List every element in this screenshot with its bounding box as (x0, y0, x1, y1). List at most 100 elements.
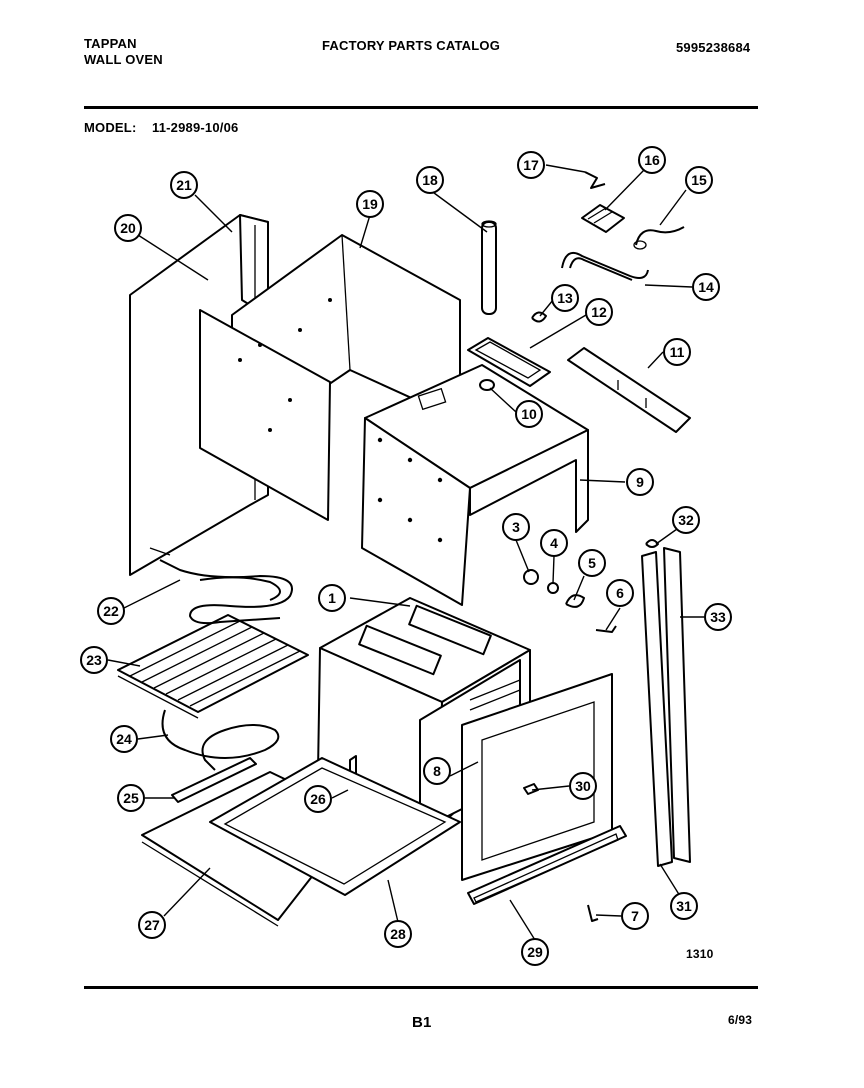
svg-text:13: 13 (557, 290, 573, 306)
svg-text:7: 7 (631, 908, 639, 924)
callout-3: 3 (502, 513, 530, 541)
part-9-housing (361, 364, 589, 606)
callout-29: 29 (521, 938, 549, 966)
part-15-hose (633, 226, 685, 250)
callout-25: 25 (117, 784, 145, 812)
catalog-number: 5995238684 (676, 40, 751, 55)
part-19-side-panel (199, 234, 461, 521)
header-rule (84, 106, 758, 109)
part-22-broil-element (159, 559, 293, 625)
callout-4: 4 (540, 529, 568, 557)
footer-rule (84, 986, 758, 989)
svg-text:3: 3 (512, 519, 520, 535)
svg-text:17: 17 (523, 157, 539, 173)
svg-text:1: 1 (328, 590, 336, 606)
svg-text:10: 10 (521, 406, 537, 422)
svg-text:19: 19 (362, 196, 378, 212)
svg-text:21: 21 (176, 177, 192, 193)
part-7-clip (587, 904, 599, 922)
catalog-title: FACTORY PARTS CATALOG (322, 38, 501, 53)
figure-code: 1310 (686, 947, 714, 961)
product-label: WALL OVEN (84, 52, 163, 67)
part-4-knob (547, 582, 559, 594)
callout-18: 18 (416, 166, 444, 194)
svg-text:26: 26 (310, 791, 326, 807)
callout-12: 12 (585, 298, 613, 326)
svg-text:6: 6 (616, 585, 624, 601)
part-5-cap (565, 594, 585, 608)
part-6-clip (595, 625, 617, 633)
part-16-filter (581, 204, 625, 233)
callout-31: 31 (670, 892, 698, 920)
callout-32: 32 (672, 506, 700, 534)
callout-26: 26 (304, 785, 332, 813)
callout-8: 8 (423, 757, 451, 785)
part-17-clip (584, 171, 606, 189)
callout-10: 10 (515, 400, 543, 428)
svg-text:33: 33 (710, 609, 726, 625)
svg-text:8: 8 (433, 763, 441, 779)
svg-text:25: 25 (123, 790, 139, 806)
part-12-burner-box (467, 337, 551, 387)
model-number: 11-2989-10/06 (152, 120, 239, 135)
part-32-clip (645, 539, 659, 548)
part-14-pipe (561, 252, 649, 281)
svg-text:16: 16 (644, 152, 660, 168)
callout-13: 13 (551, 284, 579, 312)
svg-text:23: 23 (86, 652, 102, 668)
svg-text:24: 24 (116, 731, 132, 747)
callout-33: 33 (704, 603, 732, 631)
part-28-bottom-panel (209, 757, 461, 896)
svg-text:20: 20 (120, 220, 136, 236)
svg-text:9: 9 (636, 474, 644, 490)
part-24-bake-element (161, 709, 280, 771)
revision-date: 6/93 (728, 1013, 753, 1027)
svg-text:11: 11 (670, 344, 685, 360)
svg-text:31: 31 (676, 898, 692, 914)
svg-text:14: 14 (698, 279, 714, 295)
callout-15: 15 (685, 166, 713, 194)
svg-text:22: 22 (103, 603, 119, 619)
callout-21: 21 (170, 171, 198, 199)
callout-22: 22 (97, 597, 125, 625)
callout-6: 6 (606, 579, 634, 607)
svg-text:15: 15 (691, 172, 707, 188)
callout-1: 1 (318, 584, 346, 612)
part-3-valve (523, 569, 539, 585)
svg-text:32: 32 (678, 512, 694, 528)
callout-20: 20 (114, 214, 142, 242)
brand-label: TAPPAN (84, 36, 137, 51)
svg-text:28: 28 (390, 926, 406, 942)
svg-text:18: 18 (422, 172, 438, 188)
callout-14: 14 (692, 273, 720, 301)
part-18-tube (481, 220, 497, 315)
callout-7: 7 (621, 902, 649, 930)
part-33-side-trim (641, 547, 691, 867)
svg-text:12: 12 (591, 304, 607, 320)
svg-text:4: 4 (550, 535, 558, 551)
svg-text:30: 30 (575, 778, 591, 794)
part-25-bracket (171, 757, 257, 803)
callout-17: 17 (517, 151, 545, 179)
page-number: B1 (412, 1014, 432, 1031)
svg-text:29: 29 (527, 944, 543, 960)
part-29-trim (467, 825, 627, 905)
callout-11: 11 (663, 338, 691, 366)
svg-text:27: 27 (144, 917, 160, 933)
callout-27: 27 (138, 911, 166, 939)
leader-lines (107, 164, 704, 941)
callout-23: 23 (80, 646, 108, 674)
callout-19: 19 (356, 190, 384, 218)
callout-16: 16 (638, 146, 666, 174)
callout-28: 28 (384, 920, 412, 948)
callout-24: 24 (110, 725, 138, 753)
model-label: MODEL: (84, 120, 137, 135)
part-23-rack (117, 614, 309, 719)
callout-9: 9 (626, 468, 654, 496)
callout-30: 30 (569, 772, 597, 800)
part-11-bracket (567, 347, 691, 433)
part-13-fitting (531, 311, 547, 323)
svg-text:5: 5 (588, 555, 596, 571)
callout-5: 5 (578, 549, 606, 577)
